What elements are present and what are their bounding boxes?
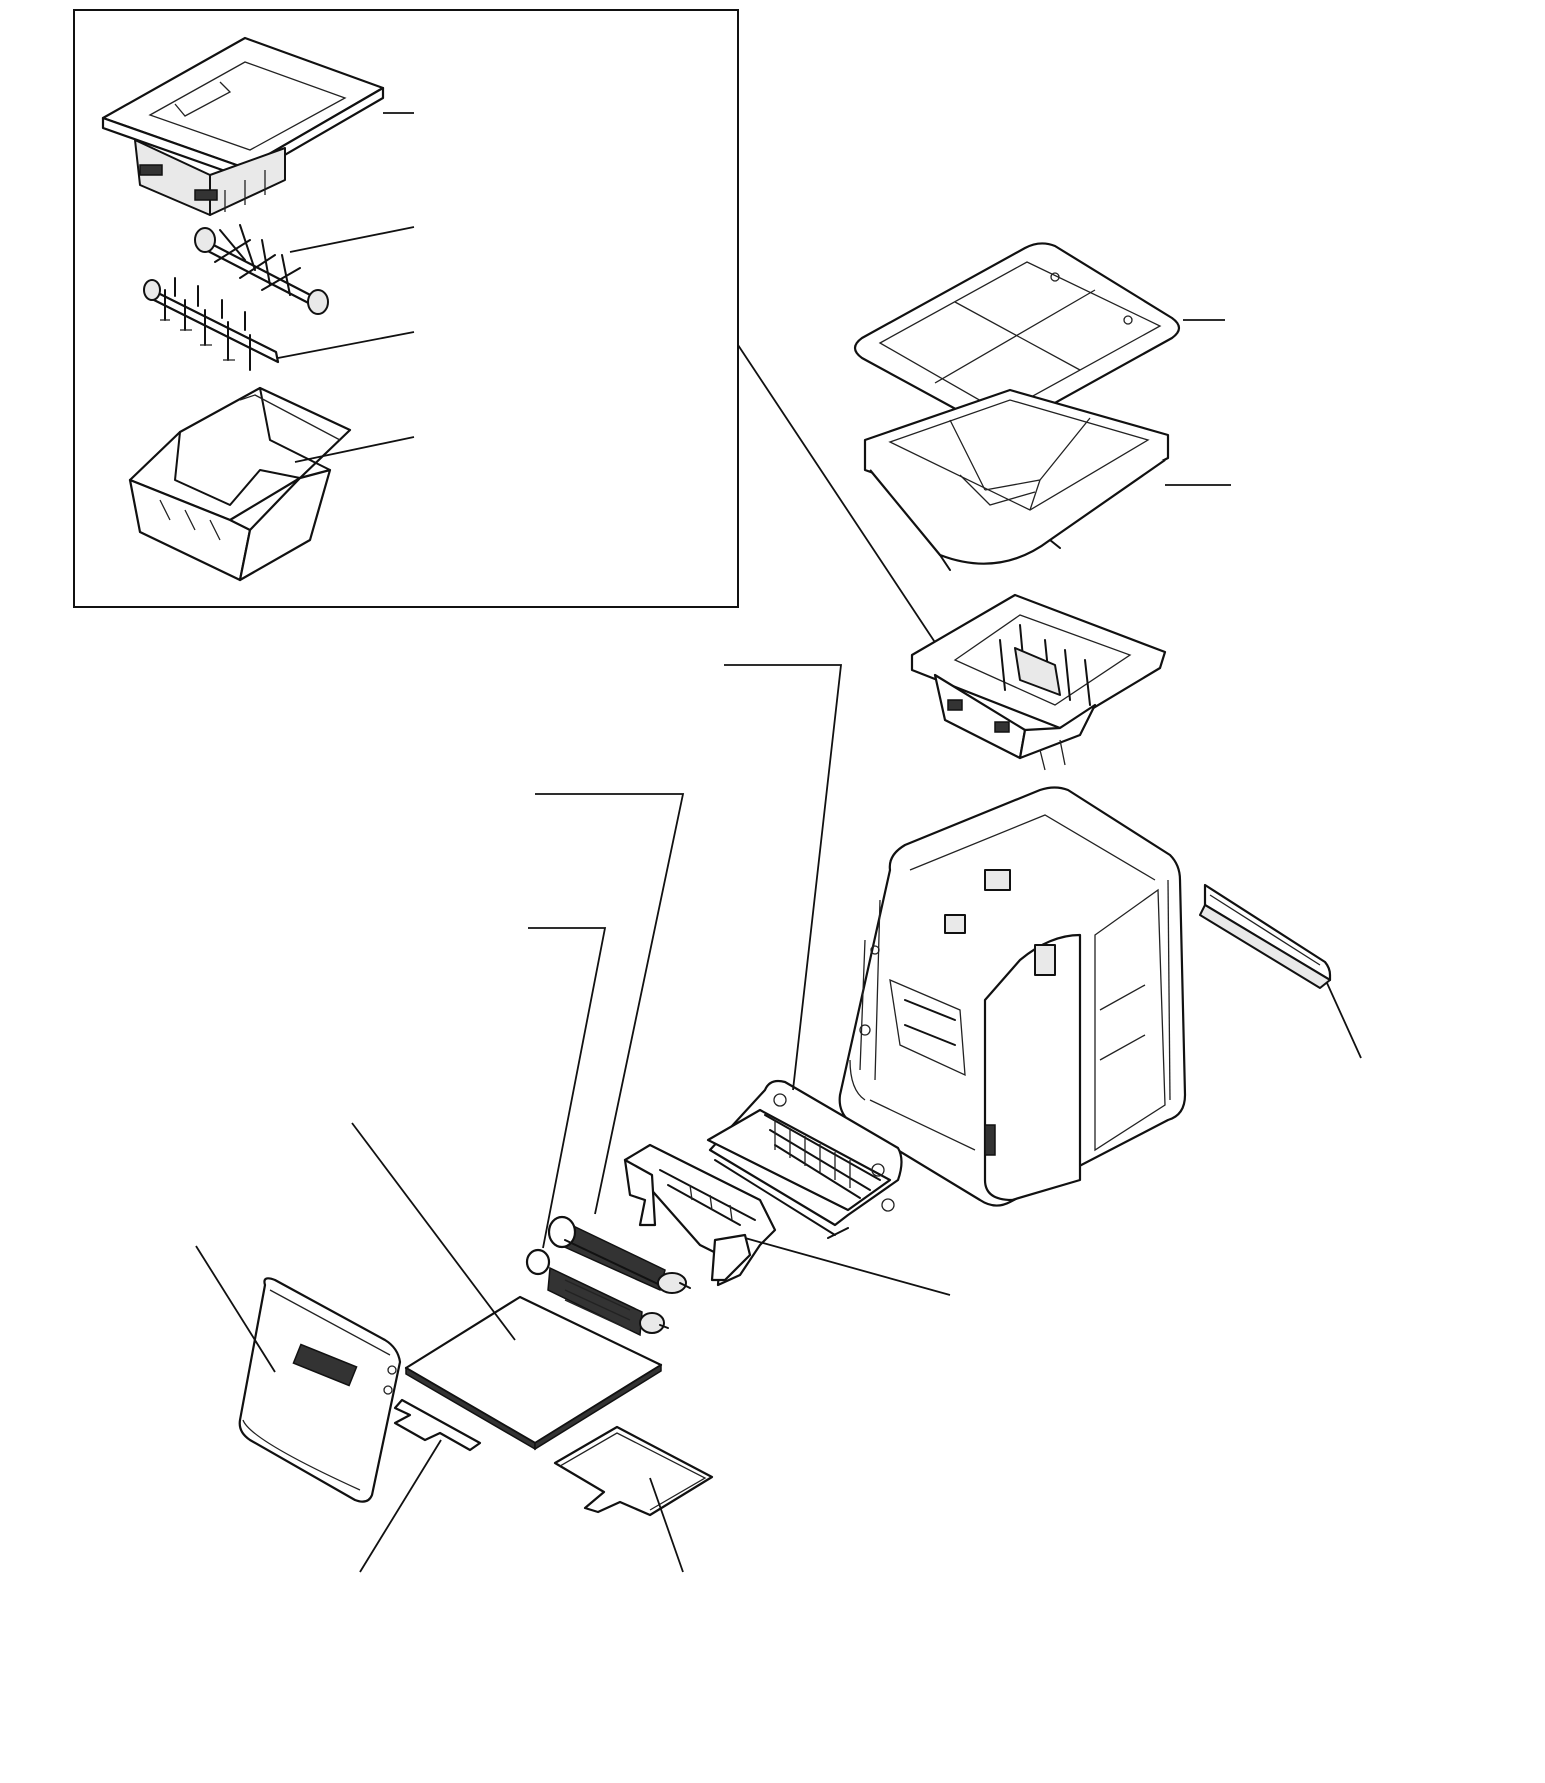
- inset-lower-agitator[interactable]: [143, 277, 280, 371]
- lower-roller-leader: [528, 927, 607, 1249]
- roller-frame-leader: [724, 664, 843, 1091]
- inset-leader-2: [289, 226, 415, 253]
- inset-chute-housing[interactable]: [128, 386, 352, 582]
- hopper-bin[interactable]: [863, 388, 1170, 571]
- feed-guide-leader: [744, 1237, 951, 1296]
- bottom-plate[interactable]: [553, 1425, 714, 1517]
- inset-upper-agitator[interactable]: [194, 224, 329, 315]
- inset-leader-3: [277, 331, 415, 359]
- tray-plate-leader: [351, 1122, 516, 1341]
- lid[interactable]: [853, 242, 1181, 431]
- bottom-plate-leader: [649, 1477, 684, 1573]
- front-cover-leader: [195, 1245, 276, 1373]
- small-bracket[interactable]: [393, 1398, 482, 1452]
- feed-guide[interactable]: [623, 1143, 777, 1287]
- feeder-assembly[interactable]: [910, 593, 1167, 771]
- roller-frame[interactable]: [706, 1079, 903, 1239]
- inset-to-feeder-leader: [737, 344, 953, 669]
- main-housing[interactable]: [838, 786, 1187, 1207]
- small-bracket-leader: [359, 1439, 442, 1573]
- side-panel-leader: [1326, 982, 1362, 1059]
- lower-roller[interactable]: [525, 1248, 669, 1337]
- upper-roller-leader: [535, 793, 685, 1215]
- front-cover[interactable]: [238, 1277, 402, 1503]
- side-panel[interactable]: [1199, 883, 1332, 989]
- inset-leader-4: [294, 436, 415, 463]
- inset-feeder-frame[interactable]: [101, 36, 385, 216]
- upper-roller[interactable]: [547, 1215, 691, 1294]
- tray-plate[interactable]: [404, 1295, 663, 1451]
